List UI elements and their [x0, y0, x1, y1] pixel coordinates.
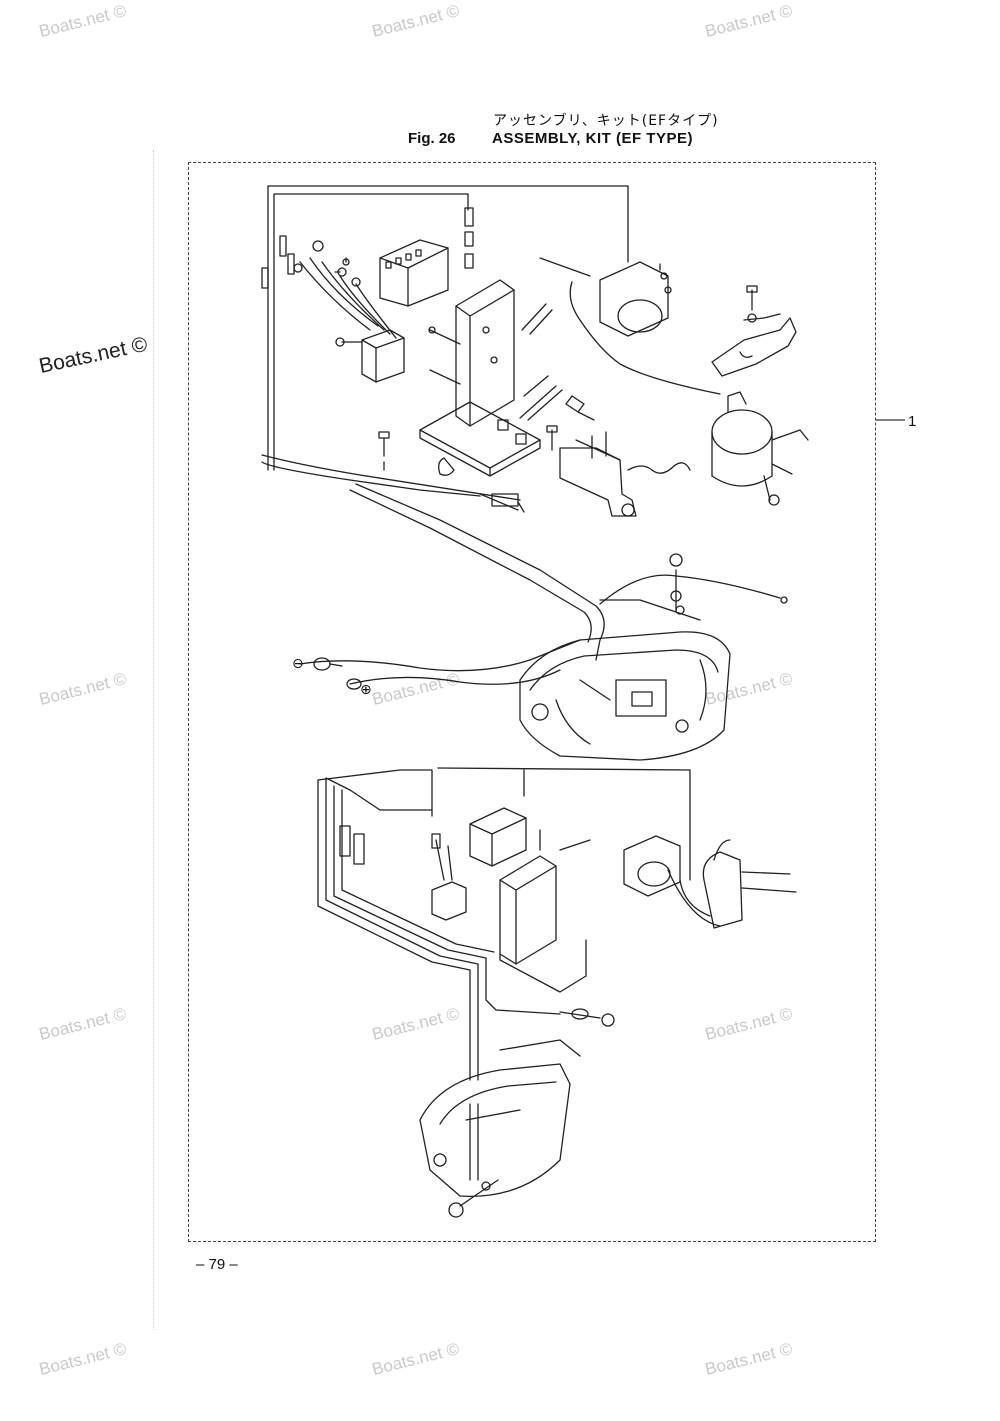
- negative-terminal-symbol: ⊖: [292, 656, 304, 672]
- figure-title-japanese: アッセンブリ、キット(EFタイプ): [493, 113, 719, 129]
- callout-number-1: 1: [908, 413, 917, 430]
- figure-title: ASSEMBLY, KIT (EF TYPE): [492, 130, 693, 147]
- upper-harness-view: [261, 185, 809, 517]
- positive-terminal-symbol: ⊕: [360, 682, 372, 698]
- lower-assembled-view: [317, 767, 797, 1218]
- page-number: – 79 –: [196, 1256, 238, 1273]
- middle-cable-cowling: [299, 483, 788, 761]
- figure-number: Fig. 26: [408, 130, 456, 147]
- assembly-frame: [188, 162, 876, 1242]
- scan-margin: [153, 150, 155, 1330]
